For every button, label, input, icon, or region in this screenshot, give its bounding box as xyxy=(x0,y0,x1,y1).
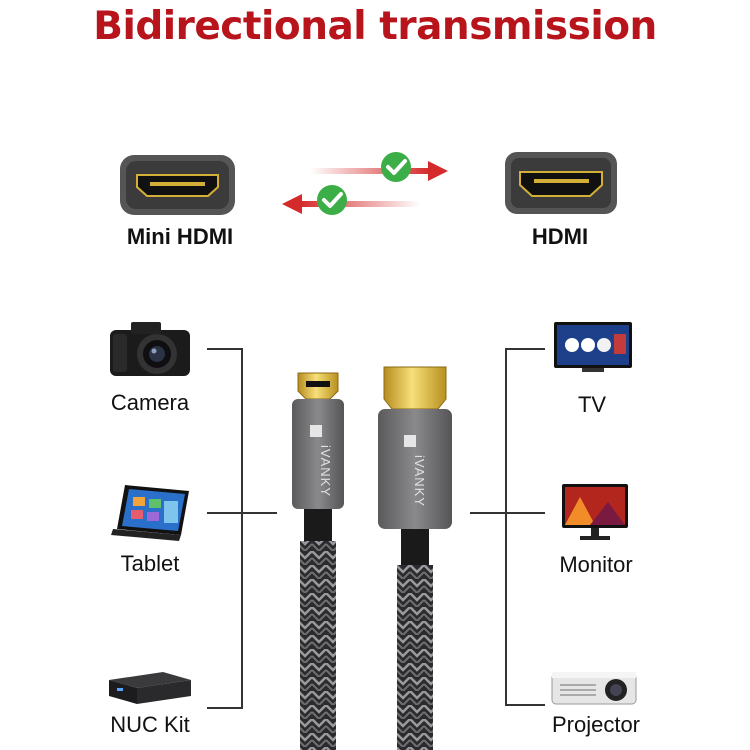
connector-line xyxy=(207,512,241,514)
cable-illustration: iVANKY iVANKY xyxy=(292,366,452,750)
brand-logo-icon xyxy=(310,425,416,447)
connector-line xyxy=(507,512,545,514)
mini-hdmi-label: Mini HDMI xyxy=(126,224,234,249)
mini-hdmi-port-icon xyxy=(120,155,235,215)
device-label-nuc-kit: NUC Kit xyxy=(110,712,190,737)
tv-icon xyxy=(554,322,632,372)
connector-line xyxy=(207,707,243,709)
arrow-left-icon xyxy=(282,194,420,214)
device-label-tablet: Tablet xyxy=(120,551,180,576)
device-label-camera: Camera xyxy=(110,390,190,415)
arrow-right-icon xyxy=(310,161,448,181)
hdmi-port-icon xyxy=(505,152,617,214)
hdmi-plug-icon xyxy=(378,366,452,750)
check-icon xyxy=(381,152,411,182)
connector-line xyxy=(241,348,243,708)
check-icon xyxy=(317,185,347,215)
connector-line xyxy=(505,348,545,350)
connector-line xyxy=(470,512,505,514)
tablet-icon xyxy=(111,485,189,541)
connector-line xyxy=(243,512,277,514)
connector-line xyxy=(505,704,545,706)
device-label-monitor: Monitor xyxy=(559,552,633,577)
mini-hdmi-plug-icon xyxy=(292,372,344,750)
hdmi-label: HDMI xyxy=(531,224,589,249)
connector-line xyxy=(207,348,243,350)
brand-text-left: iVANKY xyxy=(318,445,333,497)
page-title: Bidirectional transmission xyxy=(93,4,657,49)
device-label-projector: Projector xyxy=(551,712,641,737)
camera-icon xyxy=(110,322,190,376)
port-diagram xyxy=(120,152,617,215)
nuc-kit-icon xyxy=(109,672,191,704)
device-label-tv: TV xyxy=(577,392,607,417)
monitor-icon xyxy=(562,484,628,540)
brand-text-right: iVANKY xyxy=(412,455,427,507)
connector-line xyxy=(505,348,507,706)
projector-icon xyxy=(551,672,637,705)
